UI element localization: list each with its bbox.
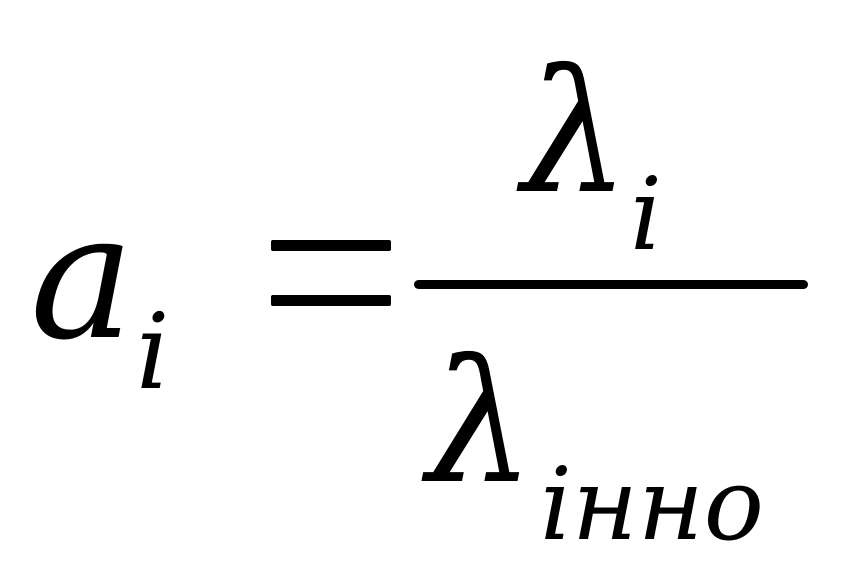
equals-bar-top	[271, 240, 391, 251]
numerator-lambda: λ	[522, 34, 630, 232]
numerator-subscript: i	[630, 156, 662, 273]
equals-bar-bottom	[271, 295, 391, 306]
fraction-line	[414, 280, 808, 289]
denominator-subscript: iнно	[540, 446, 764, 563]
equals-sign	[271, 240, 391, 310]
denominator-lambda: λ	[427, 324, 535, 522]
lhs-variable: a	[30, 176, 135, 379]
lhs-subscript: i	[136, 291, 170, 413]
